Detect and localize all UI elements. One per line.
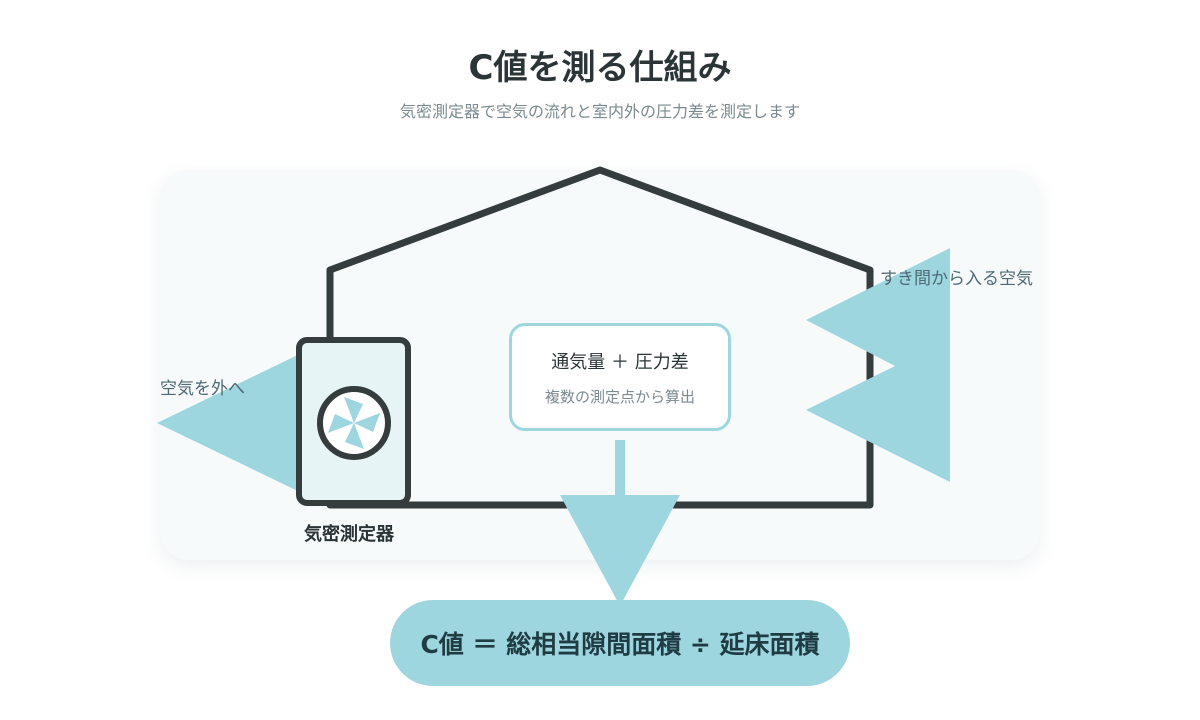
device-label: 気密測定器: [304, 524, 394, 545]
formula-pill: C値 ＝ 総相当隙間面積 ÷ 延床面積: [390, 600, 850, 686]
outflow-arrow-icon: [157, 350, 308, 496]
house-outline-icon: [326, 166, 874, 509]
fan-icon: [317, 386, 391, 460]
inflow-arrow-icon: [806, 248, 950, 482]
down-arrow-icon: [560, 440, 680, 606]
measurement-sub-text: 複数の測定点から算出: [544, 388, 695, 406]
leak-air-label: すき間から入る空気: [880, 269, 1033, 289]
measurement-main-text: 通気量 ＋ 圧力差: [551, 352, 689, 373]
page-title: C値を測る仕組み: [468, 48, 732, 88]
measurement-box: 通気量 ＋ 圧力差 複数の測定点から算出: [509, 323, 731, 431]
exhaust-air-label: 空気を外へ: [160, 379, 245, 399]
formula-text: C値 ＝ 総相当隙間面積 ÷ 延床面積: [420, 630, 820, 659]
page-subtitle: 気密測定器で空気の流れと室内外の圧力差を測定します: [399, 102, 800, 121]
